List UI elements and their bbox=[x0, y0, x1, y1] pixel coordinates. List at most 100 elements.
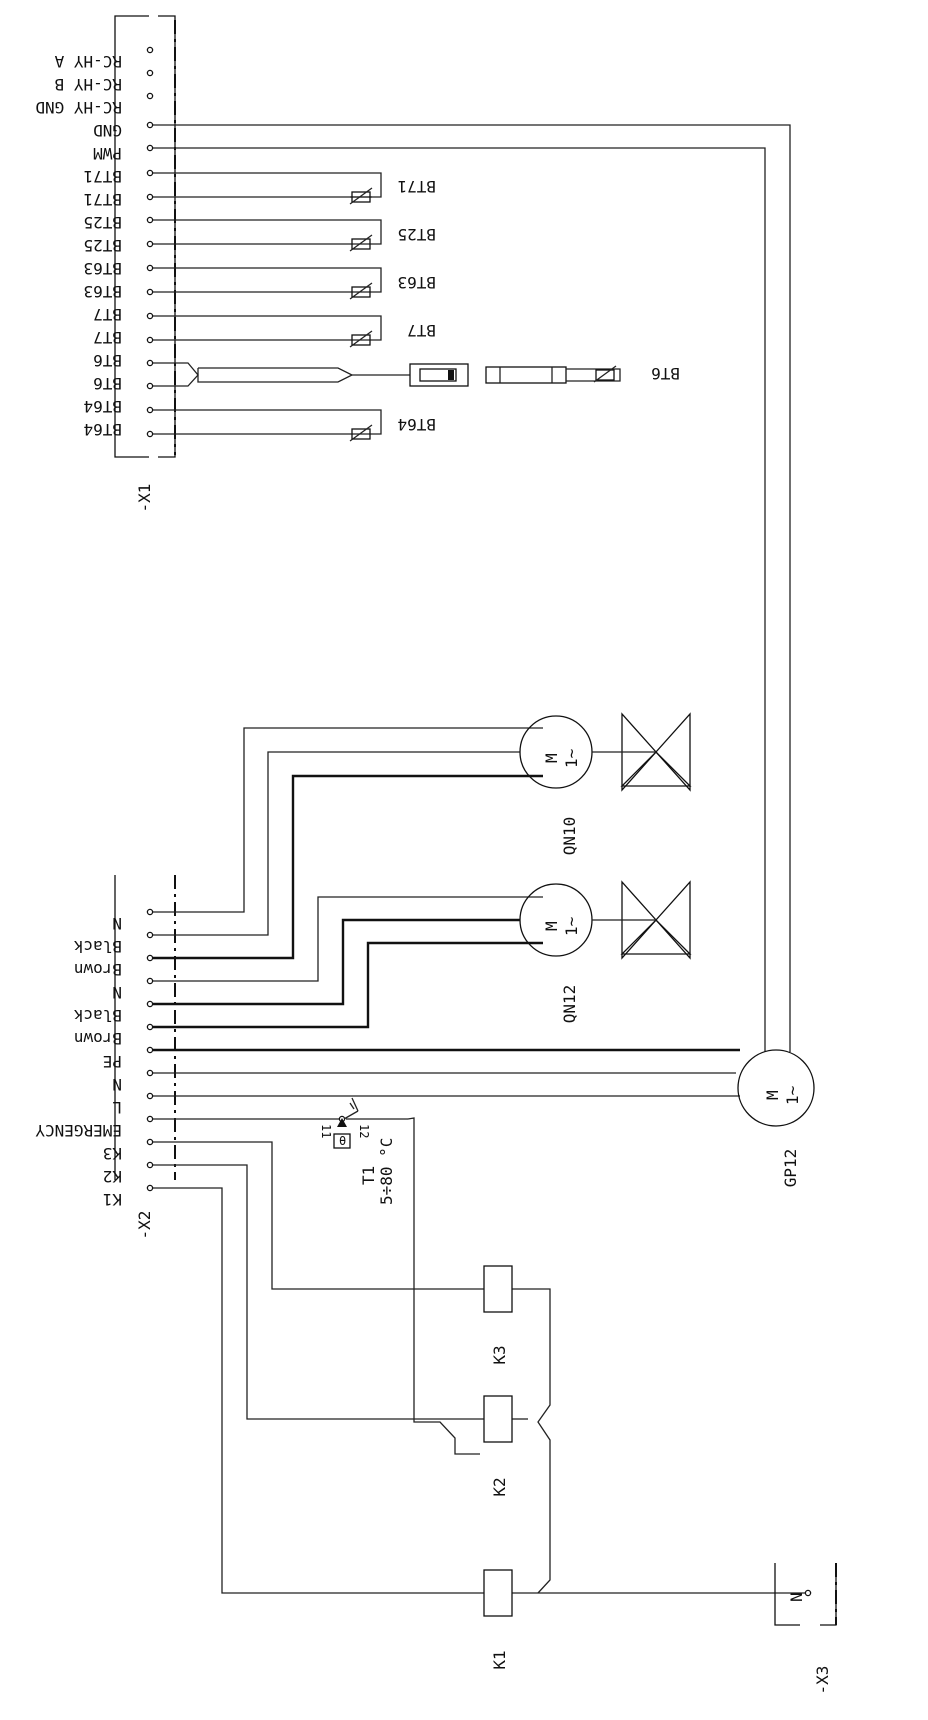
motor-phase: 1~ bbox=[783, 1086, 802, 1105]
terminal-dot bbox=[146, 312, 154, 320]
gp12-power-wires bbox=[153, 1048, 740, 1097]
thermostat-pin-b-label: 12 bbox=[357, 1124, 371, 1138]
terminal-dot bbox=[146, 288, 154, 296]
valve-icon bbox=[655, 712, 691, 792]
terminal-dot bbox=[146, 46, 154, 54]
terminal-dot bbox=[146, 336, 154, 344]
x1-terminal-label: BT6 bbox=[93, 374, 122, 393]
x2-terminal-label: Black bbox=[73, 937, 122, 956]
terminal-dot bbox=[146, 430, 154, 438]
x2-terminal-block: -X2 bbox=[114, 875, 176, 1240]
terminal-dot bbox=[146, 264, 154, 272]
terminal-dot bbox=[146, 121, 154, 129]
terminal-dot bbox=[146, 406, 154, 414]
thermostat-t1: θ 11 12 T1 5÷80 °C bbox=[319, 1097, 396, 1205]
motor-phase: 1~ bbox=[562, 917, 581, 936]
x2-terminal-label: L bbox=[112, 1098, 122, 1117]
x1-terminal-label: GND bbox=[93, 121, 122, 140]
relay-k3: K3 bbox=[483, 1265, 513, 1365]
control-wires bbox=[153, 1117, 805, 1594]
terminal-dot bbox=[146, 1069, 154, 1077]
x2-terminal-label: Black bbox=[73, 1006, 122, 1025]
terminal-dot bbox=[146, 1023, 154, 1031]
terminal-dot bbox=[146, 1138, 154, 1146]
x2-terminal-label: Brown bbox=[74, 960, 122, 979]
thermostat-setting: θ bbox=[339, 1134, 346, 1148]
x1-terminal-block: -X1 bbox=[114, 15, 176, 513]
motor-symbol: M bbox=[542, 921, 561, 931]
motor-symbol: M bbox=[542, 753, 561, 763]
sensor-label: BT64 bbox=[397, 415, 436, 434]
x2-block-label: -X2 bbox=[135, 1211, 154, 1240]
sensor-label: BT7 bbox=[407, 321, 436, 340]
x1-terminal-label: RC-HY B bbox=[55, 75, 122, 94]
motor-qn10: M 1~ QN10 bbox=[519, 712, 692, 855]
sensor-label: BT25 bbox=[397, 225, 436, 244]
sensor-label: BT6 bbox=[651, 364, 680, 383]
terminal-dot bbox=[146, 359, 154, 367]
sensor-bt6: BT6 bbox=[153, 362, 680, 387]
terminal-dot bbox=[146, 169, 154, 177]
terminal-dot bbox=[146, 977, 154, 985]
x1-terminal-label: RC-HY A bbox=[54, 52, 122, 71]
terminal-dot bbox=[146, 382, 154, 390]
x1-block-label: -X1 bbox=[135, 484, 154, 513]
terminal-dot bbox=[146, 908, 154, 916]
terminal-dot bbox=[146, 69, 154, 77]
x1-terminal-label: BT63 bbox=[83, 259, 122, 278]
relay-label: K1 bbox=[490, 1650, 509, 1669]
terminal-dot bbox=[146, 954, 154, 962]
gp12-signal-wires bbox=[153, 124, 791, 1052]
terminal-dot bbox=[146, 1184, 154, 1192]
x1-terminal-label: BT25 bbox=[83, 213, 122, 232]
sensor-bt7: BT7 bbox=[153, 315, 436, 348]
relay-k1: K1 bbox=[483, 1569, 513, 1670]
x1-terminal-label: BT25 bbox=[83, 236, 122, 255]
relay-label: K3 bbox=[490, 1345, 509, 1364]
motor-phase: 1~ bbox=[562, 749, 581, 768]
motor-qn12: M 1~ QN12 bbox=[519, 880, 692, 1024]
valve-icon bbox=[655, 880, 691, 960]
terminal-dot bbox=[146, 931, 154, 939]
x2-terminal-label: EMERGENCY bbox=[35, 1121, 122, 1140]
motor-symbol: M bbox=[763, 1090, 782, 1100]
motor-gp12: M 1~ GP12 bbox=[737, 1049, 815, 1187]
sensor-label: BT63 bbox=[397, 273, 436, 292]
terminal-dot bbox=[146, 92, 154, 100]
x2-terminal-dots bbox=[146, 908, 154, 1192]
motor-label: QN12 bbox=[560, 985, 579, 1024]
sensor-bt71: BT71 bbox=[153, 172, 436, 205]
qn12-wires bbox=[153, 896, 543, 1029]
x2-terminal-label: K3 bbox=[103, 1144, 122, 1163]
x1-terminal-label: BT7 bbox=[93, 305, 122, 324]
x1-terminal-label: RC-HY GND bbox=[35, 98, 122, 117]
terminal-dot bbox=[146, 1161, 154, 1169]
x1-terminal-label: BT7 bbox=[93, 328, 122, 347]
sensor-bt25: BT25 bbox=[153, 219, 436, 252]
thermostat-setting-box bbox=[333, 1133, 351, 1149]
x3-terminal-label: N bbox=[787, 1592, 806, 1602]
x2-terminal-label: N bbox=[112, 1075, 122, 1094]
terminal-dot bbox=[146, 240, 154, 248]
x2-terminal-label: PE bbox=[103, 1052, 122, 1071]
x1-terminal-label: BT71 bbox=[83, 167, 122, 186]
x1-terminal-label: BT63 bbox=[83, 282, 122, 301]
terminal-dot bbox=[146, 1000, 154, 1008]
terminal-dot bbox=[146, 216, 154, 224]
x2-terminal-label: N bbox=[112, 914, 122, 933]
relay-label: K2 bbox=[490, 1477, 509, 1496]
x2-terminal-labels: N Black Brown N Black Brown PE N L EMERG… bbox=[35, 914, 122, 1209]
x1-terminal-label: BT6 bbox=[93, 351, 122, 370]
terminal-dot bbox=[146, 1092, 154, 1100]
x3-block-label: -X3 bbox=[813, 1666, 832, 1695]
terminal-dot bbox=[804, 1589, 812, 1597]
terminal-dot bbox=[146, 144, 154, 152]
x1-terminal-labels: RC-HY A RC-HY B RC-HY GND GND PWM BT71 B… bbox=[35, 52, 122, 439]
terminal-dot bbox=[146, 1046, 154, 1054]
thermostat-pin-a-label: 11 bbox=[319, 1124, 333, 1138]
x1-terminal-dots bbox=[146, 46, 154, 438]
relay-k2: K2 bbox=[483, 1395, 513, 1497]
x1-terminal-label: BT64 bbox=[83, 397, 122, 416]
thermostat-range: 5÷80 °C bbox=[377, 1138, 396, 1205]
